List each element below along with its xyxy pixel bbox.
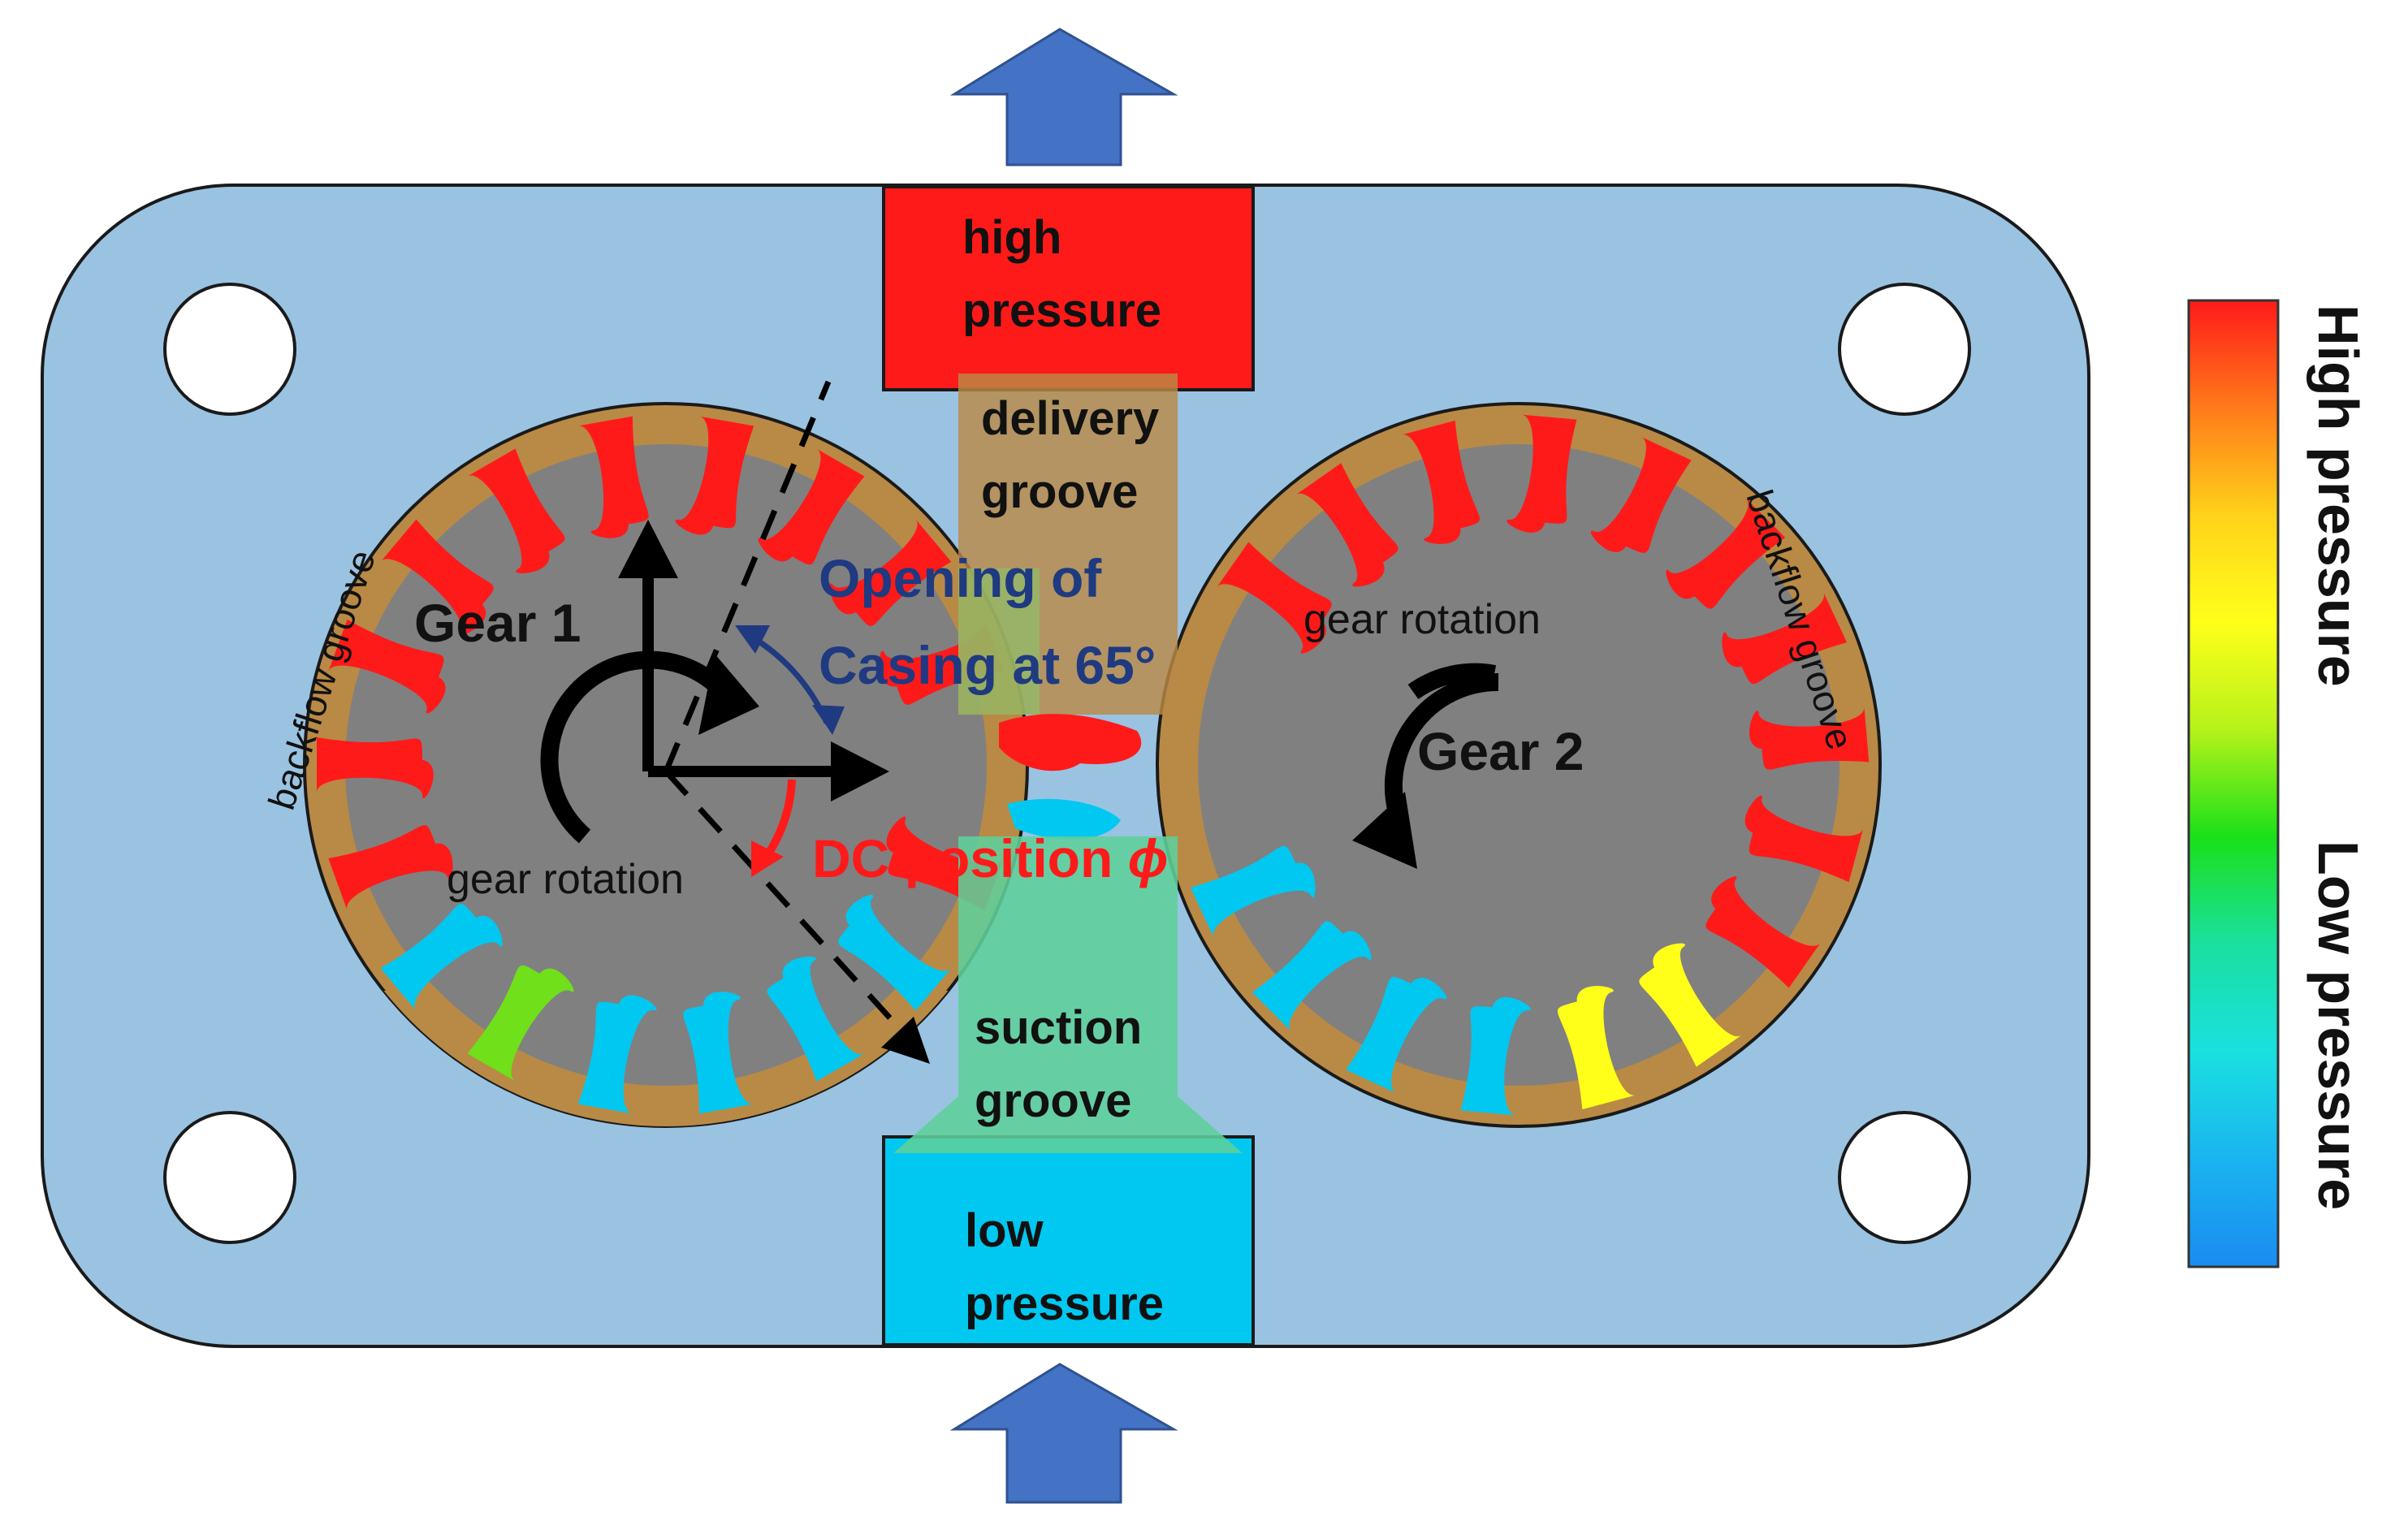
gear2-tooth-space bbox=[1346, 977, 1447, 1094]
gear2-tooth-spaces bbox=[1190, 414, 1870, 1116]
high-pressure-label-2: pressure bbox=[962, 284, 1161, 337]
gear2-body bbox=[1198, 444, 1840, 1086]
gear2-tooth-space bbox=[1749, 706, 1870, 770]
delivery-groove-notch bbox=[958, 568, 1040, 715]
gear2-tooth-space bbox=[1252, 921, 1372, 1032]
dc-position-arrowhead bbox=[881, 1017, 930, 1064]
high-pressure-label-1: high bbox=[962, 211, 1061, 264]
gear1-tooth-space bbox=[380, 904, 503, 1011]
low-pressure-label-2: pressure bbox=[965, 1277, 1164, 1330]
gear1-tooth-space bbox=[767, 957, 865, 1082]
outlet-flow-arrow bbox=[949, 28, 1178, 166]
opening-arc-arrowhead-bottom bbox=[812, 705, 845, 735]
gear1-tooth-space bbox=[675, 416, 754, 535]
gear1-rotation-arrowhead bbox=[698, 654, 759, 735]
gear1-tooth-space bbox=[577, 995, 657, 1114]
gear2-tooth-space bbox=[1590, 436, 1692, 553]
gear2-tooth-space bbox=[1217, 542, 1332, 654]
gear2-rotation-arrowhead bbox=[1352, 792, 1417, 869]
gear2-tooth-space bbox=[1744, 795, 1864, 883]
gear2-tooth-space bbox=[1460, 997, 1531, 1116]
gear1-tooth-space bbox=[467, 448, 565, 573]
delivery-groove-label-1: delivery bbox=[981, 392, 1159, 445]
gear2-tooth-space bbox=[1190, 845, 1316, 938]
gear1-label: Gear 1 bbox=[414, 593, 581, 653]
bolt-hole-bottom-left bbox=[163, 1111, 296, 1244]
gear2-tooth-space bbox=[1401, 420, 1481, 544]
gear1-tooth-spaces bbox=[317, 416, 1004, 1114]
dc-position-label: DC position ϕ bbox=[812, 828, 1169, 888]
legend-high-label: High pressure bbox=[2306, 305, 2370, 687]
gear1-casing-opening-line bbox=[663, 380, 832, 773]
gear1-tooth-space bbox=[328, 619, 446, 714]
gear2-rotation-arrow bbox=[1385, 672, 1499, 815]
suction-groove-label-1: suction bbox=[975, 1001, 1142, 1054]
gear2-rotation-label: gear rotation bbox=[1303, 596, 1541, 643]
pressure-legend-colorbar bbox=[2187, 299, 2280, 1268]
gear1-rotation-arrow bbox=[540, 650, 721, 844]
opening-casing-label-2: Casing at 65° bbox=[819, 635, 1156, 695]
mesh-tooth-suction bbox=[1007, 798, 1121, 840]
legend-low-label: Low pressure bbox=[2306, 840, 2370, 1210]
gear1-tooth-space bbox=[577, 416, 649, 538]
gear1-y-axis-arrowhead bbox=[618, 520, 678, 578]
gear1-tooth-space bbox=[328, 825, 453, 911]
gear2-tooth-space bbox=[1666, 498, 1786, 609]
gear2-rotation-arc-upper bbox=[1407, 663, 1497, 700]
gear1-tooth-space bbox=[317, 737, 434, 798]
gear1-dc-position-line bbox=[664, 769, 910, 1040]
gear1-tooth-space bbox=[829, 519, 952, 626]
gear2-tooth-space bbox=[1507, 414, 1577, 533]
opening-arc-arrowhead-top bbox=[735, 625, 770, 654]
dc-arc-arrowhead bbox=[751, 840, 784, 877]
gear1-tooth-space bbox=[380, 519, 494, 636]
gear1-rotation-label: gear rotation bbox=[447, 856, 684, 903]
suction-groove-label-2: groove bbox=[975, 1074, 1131, 1127]
bolt-hole-top-right bbox=[1838, 283, 1971, 416]
gear1-tooth-space bbox=[758, 448, 865, 565]
high-pressure-port bbox=[882, 185, 1255, 391]
gear2-label: Gear 2 bbox=[1417, 721, 1584, 781]
suction-groove bbox=[893, 836, 1243, 1153]
gear2-tooth-space bbox=[1705, 876, 1821, 988]
low-pressure-label-1: low bbox=[965, 1204, 1044, 1257]
gear1-tooth-space bbox=[683, 992, 754, 1114]
inlet-flow-arrow bbox=[949, 1363, 1178, 1504]
gear2-tooth-space bbox=[1722, 592, 1848, 685]
bolt-hole-top-left bbox=[163, 283, 296, 416]
gear2-tooth-space bbox=[1639, 943, 1742, 1067]
gear1-x-axis-arrowhead bbox=[831, 741, 889, 802]
bolt-hole-bottom-right bbox=[1838, 1111, 1971, 1244]
gear2-tooth-space bbox=[1295, 463, 1399, 587]
gear1-tooth-space bbox=[838, 894, 952, 1011]
mesh-tooth-high bbox=[999, 714, 1142, 771]
gear1-tooth-space bbox=[467, 965, 574, 1082]
opening-casing-label-1: Opening of bbox=[819, 548, 1102, 608]
delivery-groove-label-2: groove bbox=[981, 465, 1138, 518]
gear2-tooth-space bbox=[1557, 986, 1636, 1110]
